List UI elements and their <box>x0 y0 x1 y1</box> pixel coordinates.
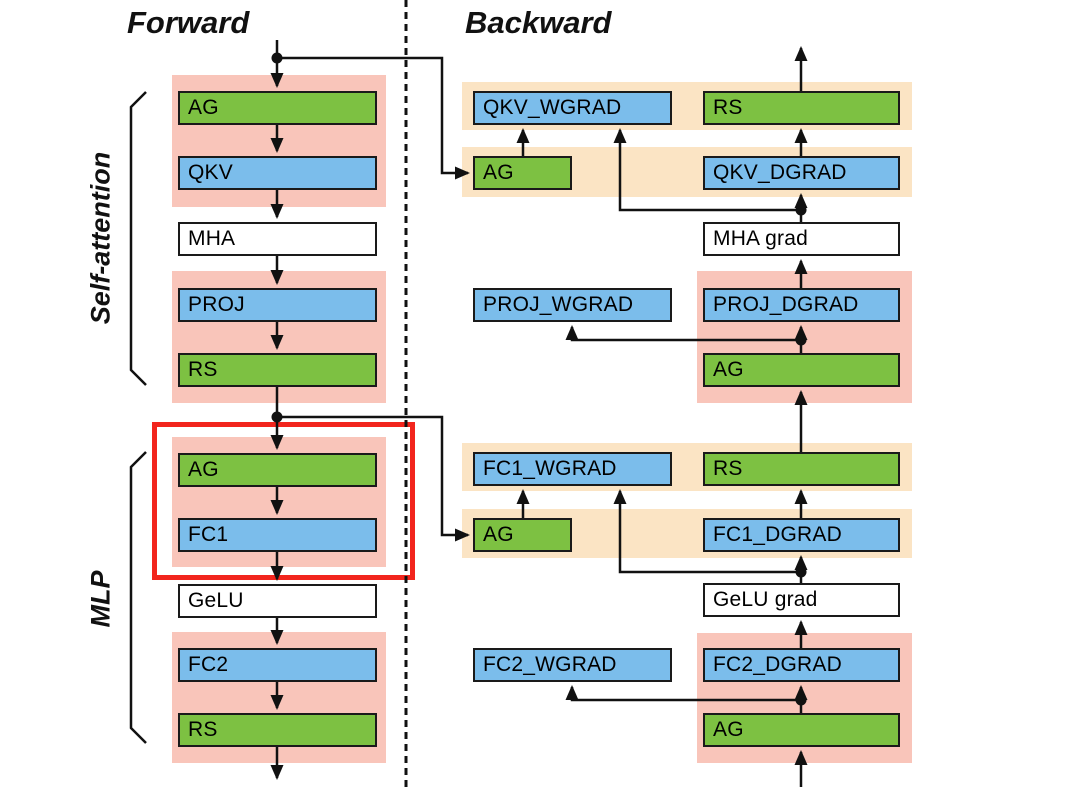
backward-proj-dgrad-node: PROJ_DGRAD <box>703 288 900 322</box>
forward-rs2-node: RS <box>178 713 377 747</box>
backward-ag1-node: AG <box>473 156 572 190</box>
forward-rs1-node: RS <box>178 353 377 387</box>
ag-fc1-highlight-box <box>152 422 415 580</box>
forward-mha-node: MHA <box>178 222 377 256</box>
forward-fc2-node: FC2 <box>178 648 377 682</box>
backward-rs1-node: RS <box>703 91 900 125</box>
backward-fc2-wgrad-node: FC2_WGRAD <box>473 648 672 682</box>
backward-qkv-dgrad-node: QKV_DGRAD <box>703 156 900 190</box>
self-attention-label: Self-attention <box>85 151 116 325</box>
forward-header: Forward <box>127 5 250 40</box>
backward-gelu-grad-node: GeLU grad <box>703 583 900 617</box>
forward-fc1-node: FC1 <box>178 518 377 552</box>
mlp-brace <box>129 451 147 744</box>
forward-gelu-node: GeLU <box>178 584 377 618</box>
backward-fc2-dgrad-node: FC2_DGRAD <box>703 648 900 682</box>
backward-ag2-node: AG <box>703 353 900 387</box>
backward-ag3-node: AG <box>473 518 572 552</box>
forward-proj-node: PROJ <box>178 288 377 322</box>
forward-ag2-node: AG <box>178 453 377 487</box>
backward-qkv-wgrad-node: QKV_WGRAD <box>473 91 672 125</box>
mlp-label: MLP <box>85 570 116 628</box>
backward-mha-grad-node: MHA grad <box>703 222 900 256</box>
backward-ag4-node: AG <box>703 713 900 747</box>
self-attention-brace <box>129 91 147 386</box>
forward-qkv-node: QKV <box>178 156 377 190</box>
forward-ag1-node: AG <box>178 91 377 125</box>
backward-fc1-dgrad-node: FC1_DGRAD <box>703 518 900 552</box>
backward-fc1-wgrad-node: FC1_WGRAD <box>473 452 672 486</box>
backward-header: Backward <box>465 5 612 40</box>
backward-proj-wgrad-node: PROJ_WGRAD <box>473 288 672 322</box>
backward-rs2-node: RS <box>703 452 900 486</box>
